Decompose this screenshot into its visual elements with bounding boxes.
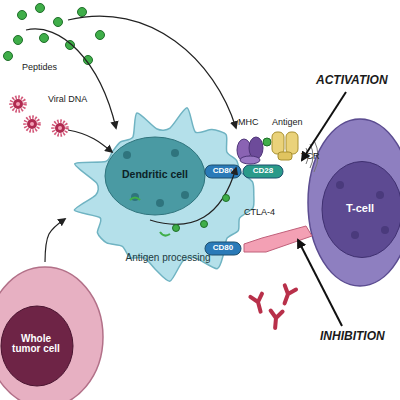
cd80-receptor: CD80 [205, 165, 241, 178]
uptake-arrow [68, 130, 112, 152]
nucleus-speckle [376, 191, 384, 199]
edge-arrow [45, 219, 65, 262]
virus-core [58, 126, 62, 130]
peptide-dot [96, 31, 105, 40]
tcr-stem [278, 152, 292, 160]
nucleus-speckle [181, 191, 189, 199]
peptide-dot [66, 41, 75, 50]
peptide-dot [18, 11, 27, 20]
t-cell: T-cell [305, 115, 400, 290]
nucleus-speckle [123, 151, 131, 159]
activation-arrow [302, 92, 346, 160]
peptide-dot [36, 4, 45, 13]
peptide-dot [4, 52, 13, 61]
antibody [250, 294, 266, 314]
node-outline [0, 262, 105, 400]
virus-capsid [55, 123, 65, 133]
nucleus-body [105, 137, 205, 215]
mhc-domain [237, 139, 251, 161]
cd28-receptor: CD28 [243, 165, 283, 178]
node-text: CD80 [205, 242, 241, 255]
antibodies [250, 285, 296, 328]
ctla4-label: CTLA-4 [244, 208, 275, 218]
node-text: Whole tumor cell [7, 324, 65, 364]
peptide-dot [201, 221, 208, 228]
node-text: T-cell [325, 199, 395, 219]
node-text: CD80 [205, 165, 241, 178]
peptide-fragment [130, 198, 140, 201]
virus-spikes [53, 121, 67, 135]
virus-spikes [11, 97, 25, 111]
virus-capsid [27, 119, 37, 129]
processing-arrow [150, 168, 236, 224]
dendritic-nucleus: Dendritic cell [105, 137, 205, 215]
mhc-base [240, 156, 260, 164]
uptake-arrow [68, 16, 236, 128]
mhc-label: MHC [238, 118, 259, 128]
viral-dna-label: Viral DNA [48, 95, 87, 105]
virus-capsid [13, 99, 23, 109]
node-text: CD28 [243, 165, 283, 178]
inhibition-label: INHIBITION [320, 330, 385, 343]
nucleus-speckle [381, 226, 389, 234]
edge-layer [45, 219, 65, 262]
inhibition-arrow [298, 240, 342, 326]
mhc-molecule [237, 137, 263, 164]
antibody [279, 285, 296, 305]
peptide-dot [78, 8, 87, 17]
virus-particle [53, 121, 67, 135]
virus-particle [25, 117, 39, 131]
antigen-peptide [263, 138, 271, 146]
receptor-body [205, 165, 241, 178]
peptide-dot [84, 56, 93, 65]
nucleus-speckle [171, 149, 179, 157]
antibody [269, 311, 282, 329]
peptides-label: Peptides [22, 63, 57, 73]
peptide-dot [54, 18, 63, 27]
node-text: Dendritic cell [111, 165, 199, 185]
activation-label: ACTIVATION [316, 74, 388, 87]
nucleus-speckle [156, 199, 164, 207]
receptor-body [205, 242, 241, 255]
tcr-label: TCR [301, 152, 320, 162]
peptides [4, 4, 105, 65]
peptide-fragment [160, 232, 170, 236]
virus-spikes [25, 117, 39, 131]
mhc-domain [249, 137, 263, 159]
tumor-nucleus [1, 306, 73, 386]
tcr-chain [286, 132, 298, 154]
nucleus-speckle [131, 193, 139, 201]
tcr-molecule [272, 132, 298, 160]
peptide-dot [173, 225, 180, 232]
tumor-cell: Whole tumor cell [0, 262, 105, 400]
nucleus-speckle [351, 231, 359, 239]
peptide-dot [223, 195, 230, 202]
tcr-chain [272, 132, 284, 154]
tumor-cell-body [0, 267, 103, 400]
virus-core [16, 102, 20, 106]
t-cell-nucleus [322, 162, 400, 258]
uptake-arrow [26, 29, 116, 128]
antigen-label: Antigen [272, 118, 303, 128]
cd80-receptor: CD80 [205, 242, 241, 255]
ctla4-molecule [244, 226, 312, 252]
virus-core [30, 122, 34, 126]
peptide-dot [40, 34, 49, 43]
receptor-body [243, 165, 283, 178]
virus-particle [11, 97, 25, 111]
nucleus-speckle [336, 181, 344, 189]
dendritic-cell-body [74, 108, 254, 281]
t-cell-body [308, 119, 400, 286]
peptide-dot [14, 36, 23, 45]
